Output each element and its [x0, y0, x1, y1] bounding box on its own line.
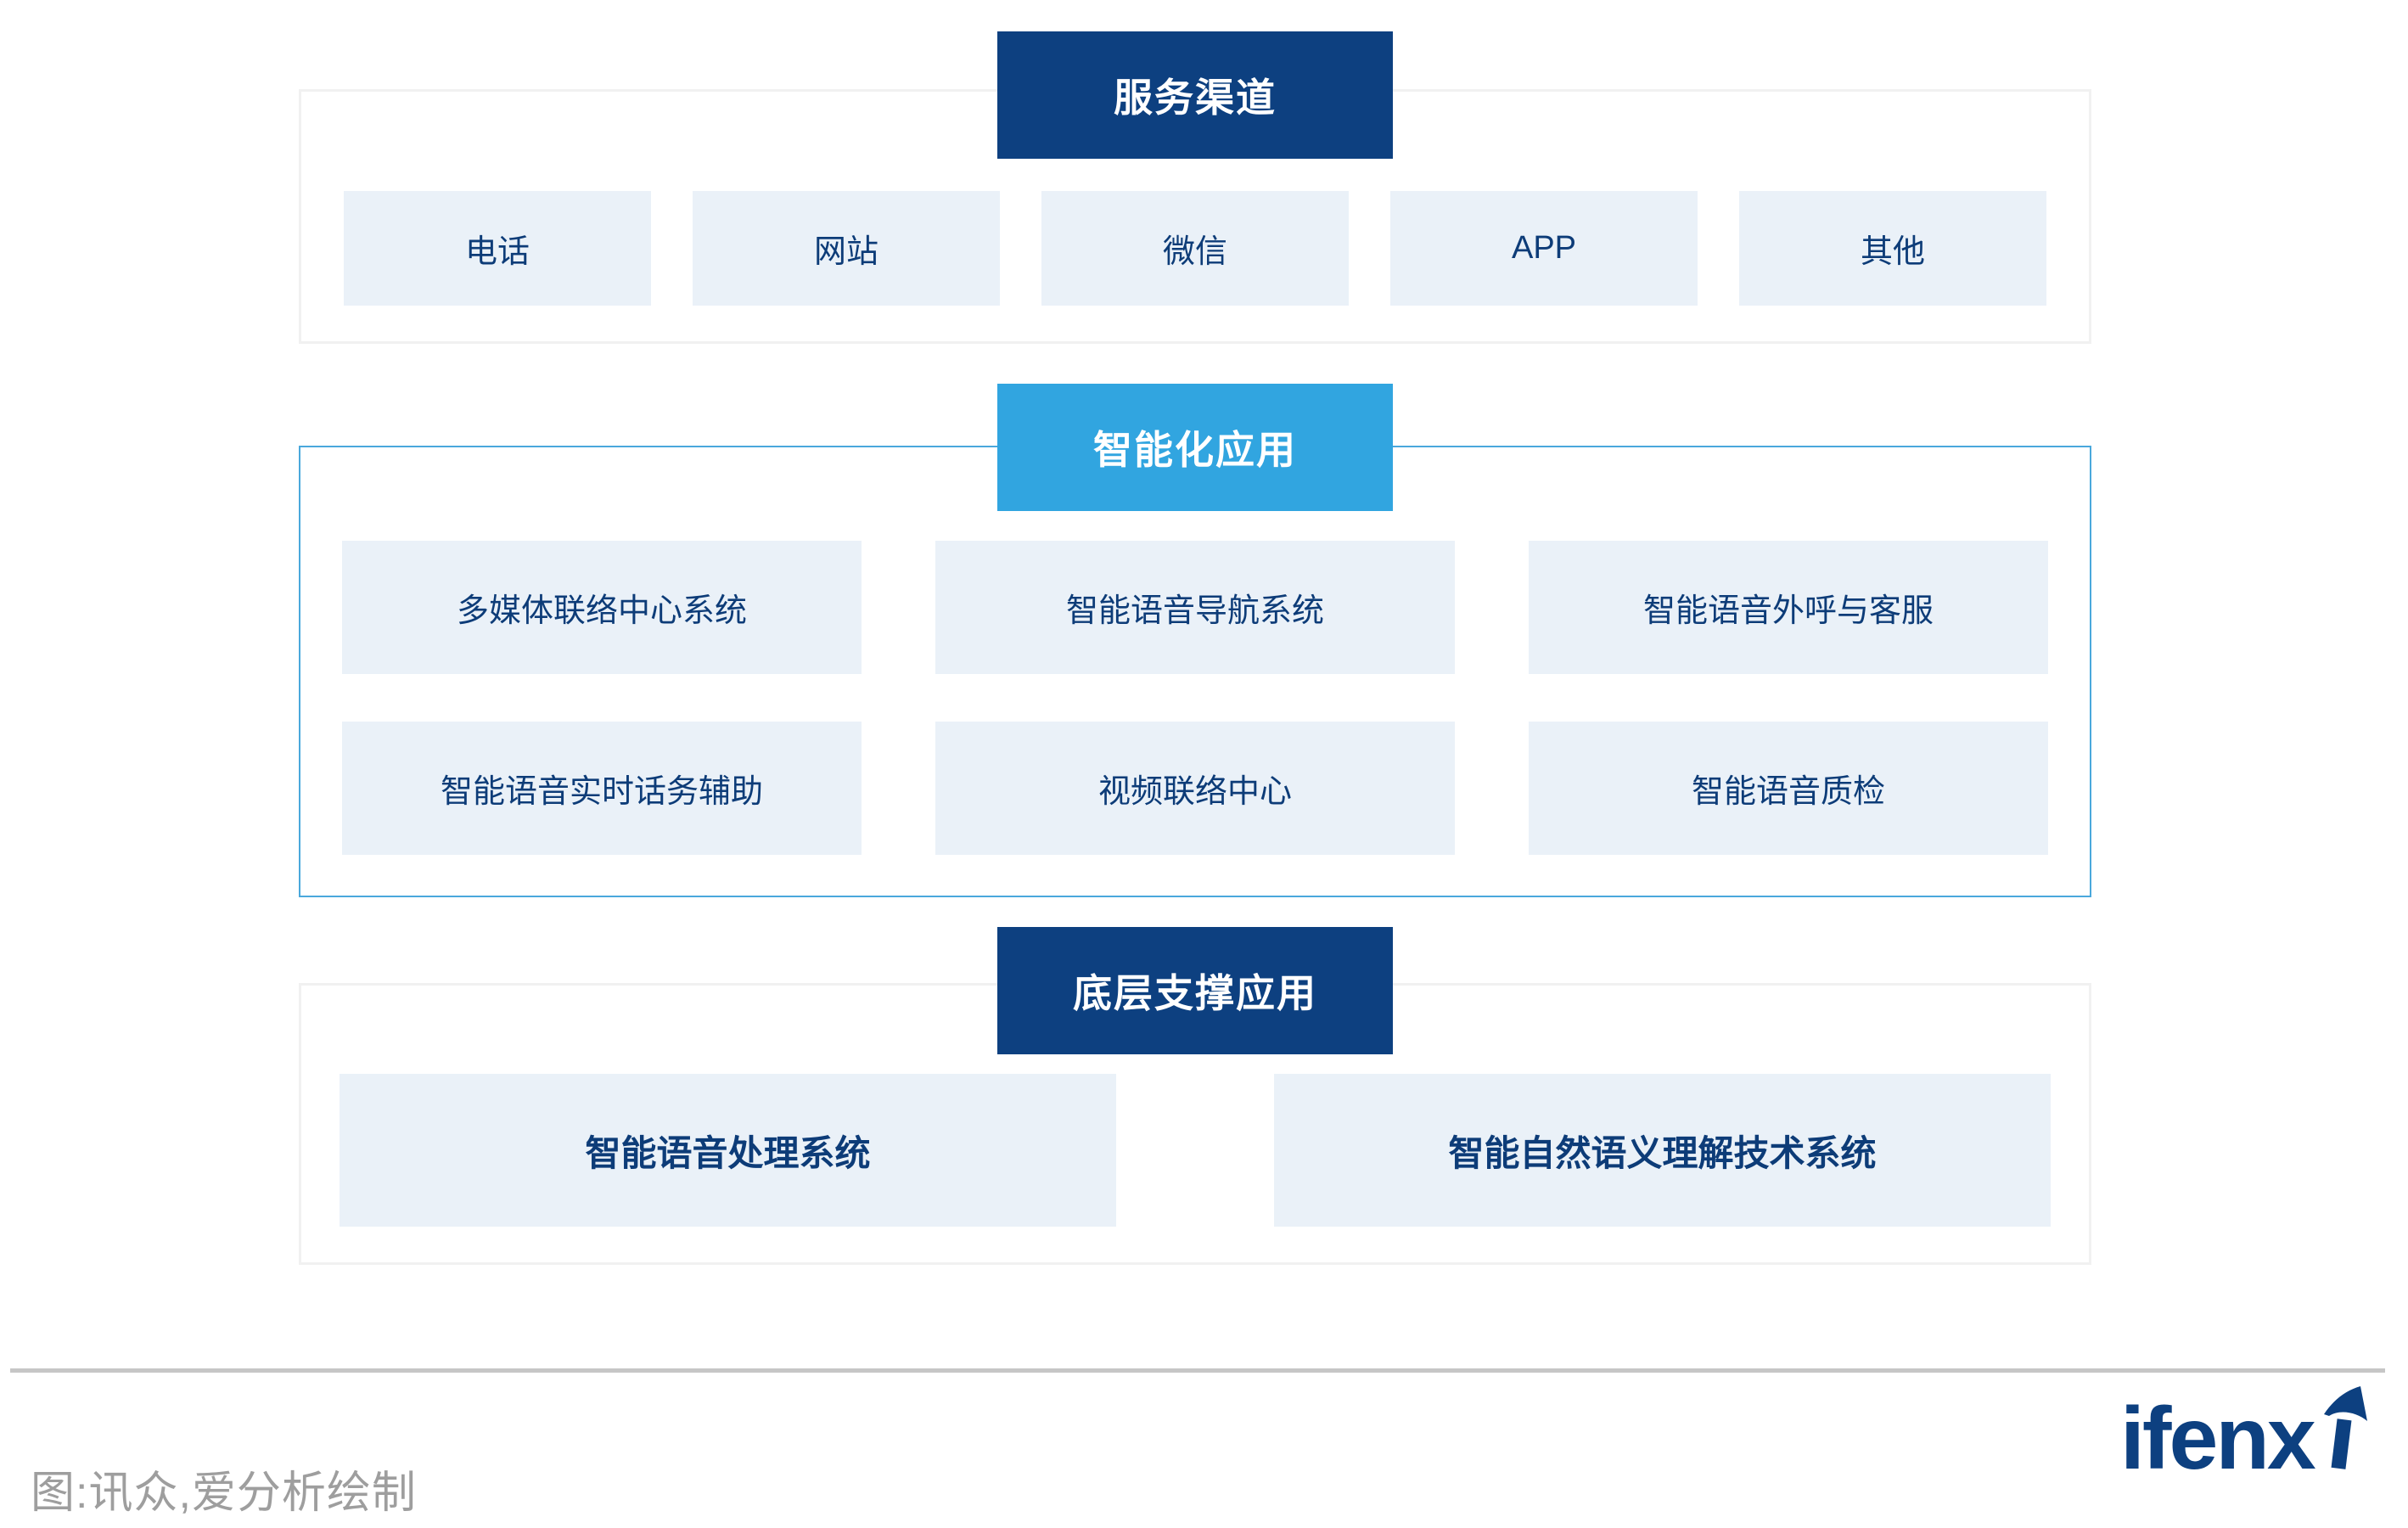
section-header-service-channels: 服务渠道 [997, 31, 1393, 159]
section-header-support-apps: 底层支撑应用 [997, 927, 1393, 1054]
channels-row: 电话 网站 微信 APP 其他 [301, 191, 2089, 306]
app-box-video-contact-center: 视频联络中心 [935, 722, 1455, 855]
section-support-apps: 智能语音处理系统 智能自然语义理解技术系统 [299, 983, 2091, 1265]
section-intelligent-apps: 多媒体联络中心系统 智能语音导航系统 智能语音外呼与客服 智能语音实时话务辅助 … [299, 446, 2091, 897]
source-caption: 图:讯众,爱分析绘制 [31, 1469, 417, 1518]
channel-box-phone: 电话 [344, 191, 651, 306]
apps-row-2: 智能语音实时话务辅助 视频联络中心 智能语音质检 [300, 722, 2090, 855]
app-box-realtime-call-assist: 智能语音实时话务辅助 [342, 722, 862, 855]
app-box-voice-quality-check: 智能语音质检 [1529, 722, 2048, 855]
channel-box-wechat: 微信 [1041, 191, 1349, 306]
support-row: 智能语音处理系统 智能自然语义理解技术系统 [301, 1074, 2089, 1227]
ifenxi-logo-i-stem [2331, 1418, 2352, 1469]
app-box-outbound-customer-service: 智能语音外呼与客服 [1529, 541, 2048, 674]
channel-box-other: 其他 [1739, 191, 2046, 306]
apps-row-1: 多媒体联络中心系统 智能语音导航系统 智能语音外呼与客服 [300, 541, 2090, 674]
app-box-multimedia-contact-center: 多媒体联络中心系统 [342, 541, 862, 674]
app-box-voice-navigation: 智能语音导航系统 [935, 541, 1455, 674]
support-box-nlu-tech-system: 智能自然语义理解技术系统 [1274, 1074, 2051, 1227]
ifenxi-logo: ifenx [2120, 1385, 2368, 1488]
ifenxi-logo-arrow-icon [2324, 1386, 2367, 1421]
footer-divider [10, 1368, 2385, 1373]
channel-box-website: 网站 [693, 191, 1000, 306]
channel-box-app: APP [1390, 191, 1698, 306]
ifenxi-logo-graphic: ifenx [2120, 1386, 2367, 1488]
ifenxi-logo-text: ifenx [2120, 1390, 2316, 1486]
section-header-intelligent-apps: 智能化应用 [997, 384, 1393, 511]
support-box-speech-processing: 智能语音处理系统 [340, 1074, 1116, 1227]
